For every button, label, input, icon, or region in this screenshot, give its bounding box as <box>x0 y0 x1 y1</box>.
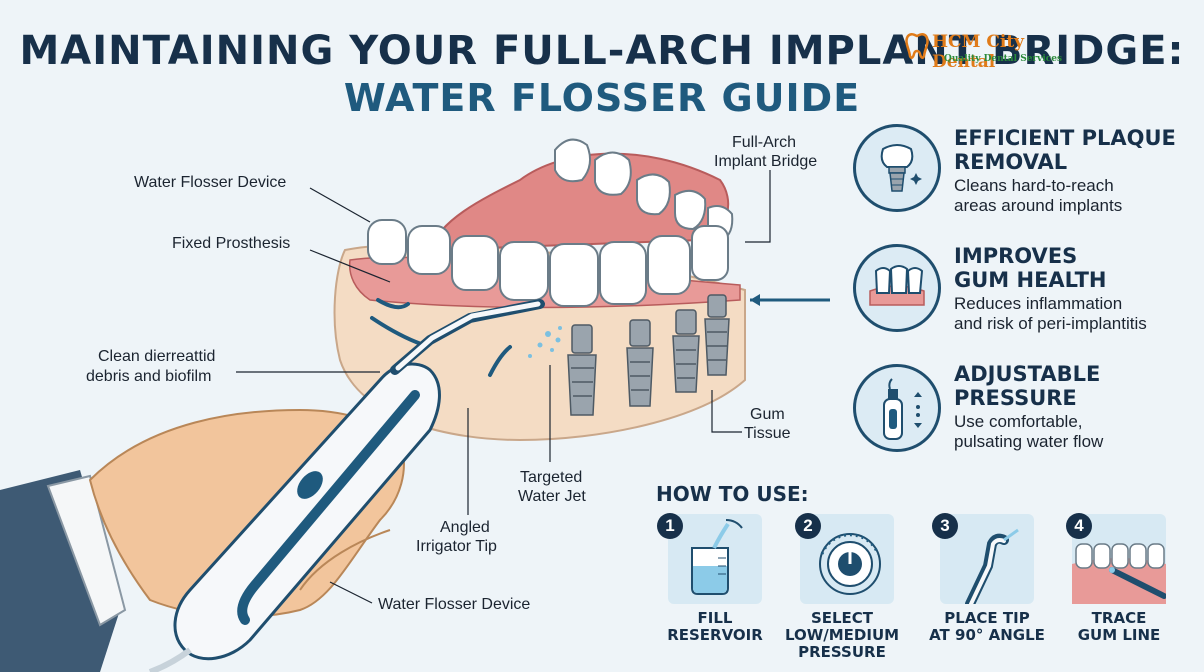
step-3-box <box>940 514 1034 609</box>
step-2-line-1: SELECT <box>810 609 874 627</box>
label-angled-tip-2: Irrigator Tip <box>416 538 497 555</box>
reservoir-icon <box>691 519 743 595</box>
benefit-3-desc-2: pulsating water flow <box>954 432 1104 451</box>
water-jet <box>528 326 562 358</box>
step-3-line-1: PLACE TIP <box>944 609 1030 627</box>
flosser-icon <box>883 378 922 440</box>
lower-teeth <box>367 219 729 307</box>
implant-icon <box>880 144 922 192</box>
label-water-flosser-device-top: Water Flosser Device <box>134 174 287 191</box>
gumline-icon <box>1072 543 1167 604</box>
step-3-label: PLACE TIP AT 90° ANGLE <box>917 610 1057 644</box>
step-3-line-2: AT 90° ANGLE <box>929 626 1045 644</box>
label-full-arch-2: Implant Bridge <box>714 153 818 170</box>
tip-icon <box>965 528 1019 609</box>
benefit-1-icon-circle <box>853 124 941 212</box>
logo-name: HCM City Dental <box>932 32 1025 72</box>
benefit-3-desc-1: Use comfortable, <box>954 412 1083 431</box>
step-2-label: SELECT LOW/MEDIUM PRESSURE <box>772 610 912 661</box>
benefit-2-desc-2: and risk of peri-implantitis <box>954 314 1147 333</box>
benefit-1-desc-1: Cleans hard-to-reach <box>954 176 1114 195</box>
label-targeted-jet-1: Targeted <box>520 469 583 486</box>
step-4-line-2: GUM LINE <box>1077 626 1161 644</box>
benefit-2-heading-2: GUM HEALTH <box>954 268 1107 292</box>
benefit-2-desc-1: Reduces inflammation <box>954 294 1123 313</box>
benefit-3-heading-1: ADJUSTABLE <box>954 362 1101 386</box>
benefit-2-icon-circle <box>853 244 941 332</box>
step-4-number: 4 <box>1066 513 1092 539</box>
step-1-label: FILL RESERVOIR <box>645 610 785 644</box>
label-angled-tip-1: Angled <box>440 519 490 536</box>
step-4-label: TRACE GUM LINE <box>1049 610 1189 644</box>
step-1-number: 1 <box>657 513 683 539</box>
benefit-1-heading-1: EFFICIENT PLAQUE <box>954 126 1176 150</box>
cuff <box>46 474 127 627</box>
label-clean-debris-2: debris and biofilm <box>86 368 212 385</box>
page-subtitle: WATER FLOSSER GUIDE <box>343 76 861 120</box>
label-gum-tissue-1: Gum <box>750 406 785 423</box>
step-1-line-2: RESERVOIR <box>667 626 763 644</box>
step-1-box <box>668 514 762 604</box>
label-water-flosser-device-bottom: Water Flosser Device <box>378 596 531 613</box>
label-full-arch-1: Full-Arch <box>732 134 797 151</box>
benefit-1-heading-2: REMOVAL <box>954 150 1068 174</box>
label-gum-tissue-2: Tissue <box>744 425 791 442</box>
benefit-3-heading-2: PRESSURE <box>954 386 1077 410</box>
brand-logo: HCM City Dental Quality Dental Services <box>902 30 1092 72</box>
step-3-number: 3 <box>932 513 958 539</box>
step-2-line-2: LOW/MEDIUM <box>784 626 900 644</box>
step-2-line-3: PRESSURE <box>798 643 886 661</box>
step-2-number: 2 <box>795 513 821 539</box>
logo-tagline: Quality Dental Services <box>944 54 1063 64</box>
label-targeted-jet-2: Water Jet <box>518 488 586 505</box>
step-2-box <box>800 514 894 604</box>
gum-tooth-icon <box>869 265 925 306</box>
benefit-3-icon-circle <box>853 364 941 452</box>
howto-title: HOW TO USE: <box>656 482 809 506</box>
step-4-line-1: TRACE <box>1091 609 1147 627</box>
page-title: MAINTAINING YOUR FULL-ARCH IMPLANT BRIDG… <box>19 28 1185 74</box>
benefit-1-desc-2: areas around implants <box>954 196 1123 215</box>
dial-icon <box>819 533 881 595</box>
label-clean-debris-1: Clean dierreattid <box>98 348 216 365</box>
benefit-2-heading-1: IMPROVES <box>954 244 1078 268</box>
tooth-logo-icon <box>905 32 929 59</box>
label-fixed-prosthesis: Fixed Prosthesis <box>172 235 291 252</box>
step-1-line-1: FILL <box>697 609 733 627</box>
